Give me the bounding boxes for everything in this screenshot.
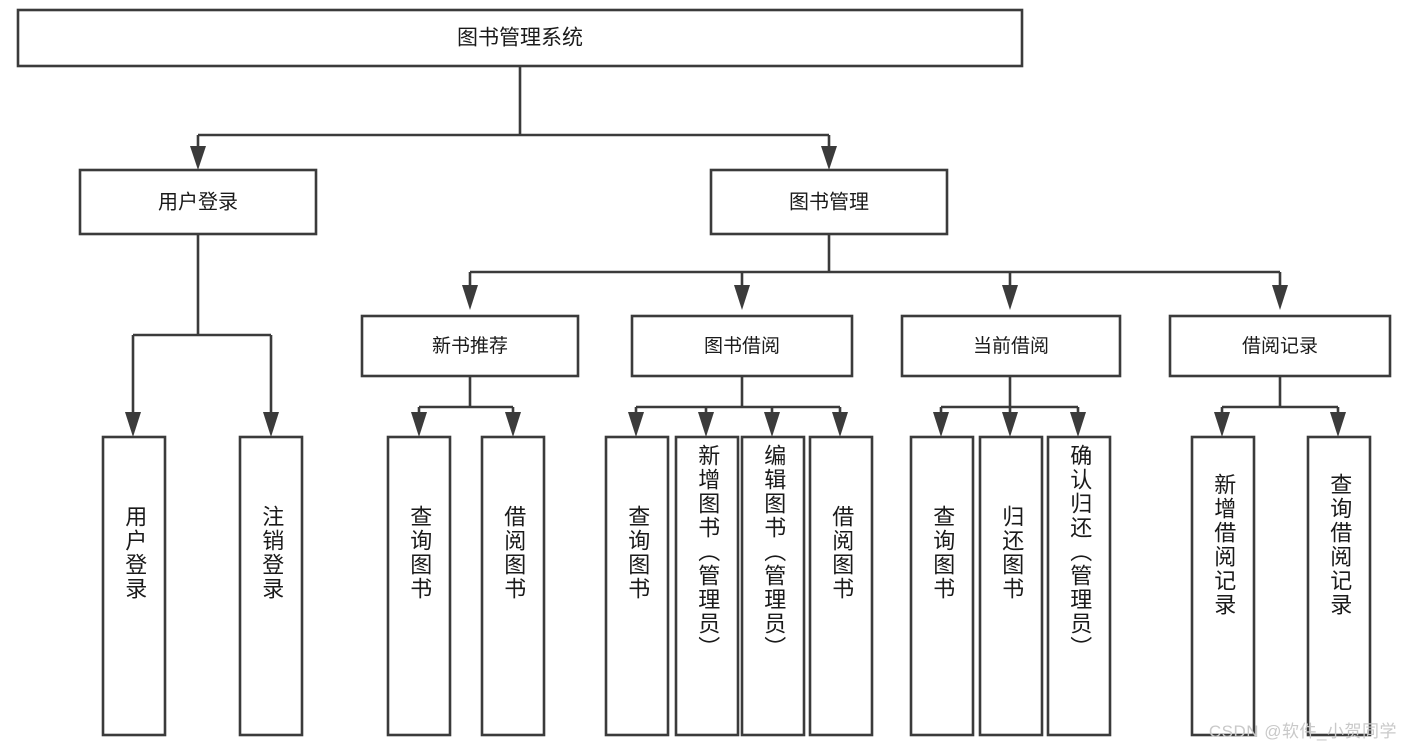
node-root-label: 图书管理系统 bbox=[457, 27, 583, 50]
connector-group-root bbox=[190, 66, 837, 170]
arrow-user-leaf-1 bbox=[125, 412, 141, 437]
node-root[interactable]: 图书管理系统 bbox=[16, 8, 1024, 68]
arrow-cb-leaf-2 bbox=[1002, 412, 1018, 437]
arrow-bm-to-current bbox=[1002, 285, 1018, 310]
node-book-borrow-box[interactable] bbox=[630, 314, 854, 378]
node-new-book-recommend-box[interactable] bbox=[360, 314, 580, 378]
arrow-br-leaf-1 bbox=[1214, 412, 1230, 437]
node-book-manage-label: 图书管理 bbox=[789, 190, 869, 213]
node-new-book-recommend-label: 新书推荐 bbox=[432, 335, 508, 357]
arrow-bb-leaf-4 bbox=[832, 412, 848, 437]
arrow-nb-leaf-1 bbox=[411, 412, 427, 437]
node-book-manage-box[interactable] bbox=[709, 168, 949, 236]
node-current-borrow-label: 当前借阅 bbox=[973, 335, 1049, 357]
connector-group-current-borrow bbox=[933, 376, 1086, 437]
arrow-br-leaf-2 bbox=[1330, 412, 1346, 437]
connector-group-book-manage bbox=[462, 234, 1288, 310]
node-user-login-box[interactable] bbox=[78, 168, 318, 236]
connector-group-new-book bbox=[411, 376, 521, 437]
node-book-borrow[interactable]: 图书借阅 bbox=[630, 314, 854, 378]
leaf-box-user-login-1[interactable] bbox=[101, 435, 167, 737]
arrow-user-leaf-2 bbox=[263, 412, 279, 437]
connector-group-book-borrow bbox=[628, 376, 848, 437]
node-book-borrow-label: 图书借阅 bbox=[704, 335, 780, 357]
arrow-root-to-book bbox=[821, 146, 837, 170]
node-borrow-record-label: 借阅记录 bbox=[1242, 335, 1318, 357]
leaf-box-book-borrow-1[interactable] bbox=[604, 435, 670, 737]
node-book-manage[interactable]: 图书管理 bbox=[709, 168, 949, 236]
node-root-box[interactable] bbox=[16, 8, 1024, 68]
arrow-bb-leaf-2 bbox=[698, 412, 714, 437]
node-user-login[interactable]: 用户登录 bbox=[78, 168, 318, 236]
leaf-box-user-login-2[interactable] bbox=[238, 435, 304, 737]
arrow-bm-to-record bbox=[1272, 285, 1288, 310]
leaf-box-new-book-2[interactable] bbox=[480, 435, 546, 737]
arrow-bm-to-borrow bbox=[734, 285, 750, 310]
leaf-box-book-borrow-4[interactable] bbox=[808, 435, 874, 737]
arrow-bm-to-newbook bbox=[462, 285, 478, 310]
leaf-box-current-borrow-3[interactable] bbox=[1046, 435, 1112, 737]
leaf-box-borrow-record-1[interactable] bbox=[1190, 435, 1256, 737]
csdn-watermark: CSDN @软件_小贺同学 bbox=[1208, 722, 1397, 741]
arrow-cb-leaf-1 bbox=[933, 412, 949, 437]
leaf-box-current-borrow-2[interactable] bbox=[978, 435, 1044, 737]
leaf-box-borrow-record-2[interactable] bbox=[1306, 435, 1372, 737]
arrow-nb-leaf-2 bbox=[505, 412, 521, 437]
node-new-book-recommend[interactable]: 新书推荐 bbox=[360, 314, 580, 378]
connector-group-borrow-record bbox=[1214, 376, 1346, 437]
leaf-box-book-borrow-2[interactable] bbox=[674, 435, 740, 737]
leaf-box-new-book-1[interactable] bbox=[386, 435, 452, 737]
node-borrow-record[interactable]: 借阅记录 bbox=[1168, 314, 1392, 378]
arrow-bb-leaf-1 bbox=[628, 412, 644, 437]
connector-group-user-login bbox=[125, 234, 279, 437]
node-current-borrow-box[interactable] bbox=[900, 314, 1122, 378]
node-borrow-record-box[interactable] bbox=[1168, 314, 1392, 378]
node-current-borrow[interactable]: 当前借阅 bbox=[900, 314, 1122, 378]
leaf-box-current-borrow-1[interactable] bbox=[909, 435, 975, 737]
leaf-box-book-borrow-3[interactable] bbox=[740, 435, 806, 737]
arrow-root-to-user bbox=[190, 146, 206, 170]
arrow-cb-leaf-3 bbox=[1070, 412, 1086, 437]
arrow-bb-leaf-3 bbox=[764, 412, 780, 437]
leaf-boxes bbox=[101, 435, 1372, 737]
node-user-login-label: 用户登录 bbox=[158, 190, 238, 213]
